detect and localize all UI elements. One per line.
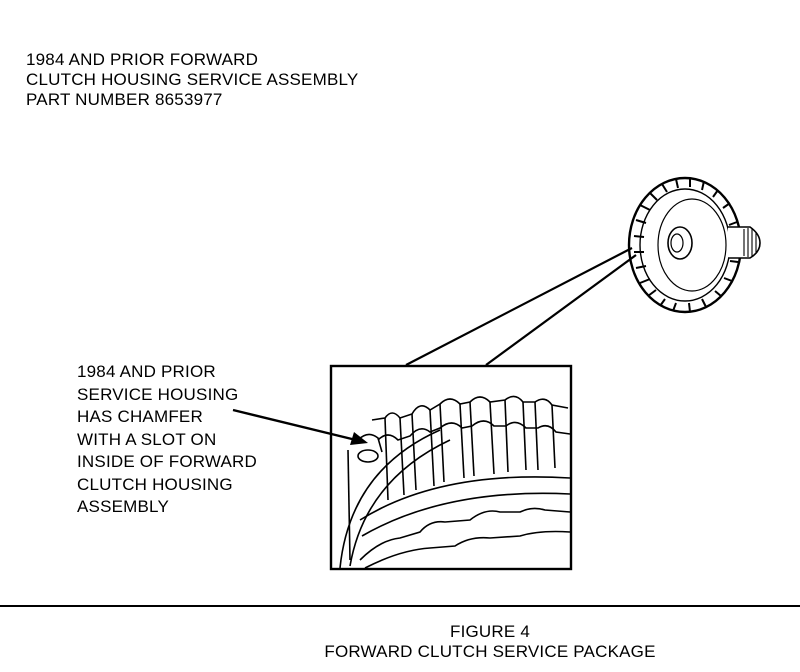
title-line-3: PART NUMBER 8653977 (26, 90, 223, 109)
title-line-2: CLUTCH HOUSING SERVICE ASSEMBLY (26, 70, 359, 89)
callout-line-4: WITH A SLOT ON (77, 429, 217, 449)
callout-line-3: HAS CHAMFER (77, 407, 203, 426)
title-block: 1984 AND PRIOR FORWARD CLUTCH HOUSING SE… (26, 50, 358, 110)
clutch-housing-illustration (627, 176, 761, 314)
callout-line-5: INSIDE OF FORWARD (77, 452, 258, 471)
title-line-1: 1984 AND PRIOR FORWARD (26, 50, 259, 69)
callout-line-2: SERVICE HOUSING (77, 384, 239, 404)
callout-line-6: CLUTCH HOUSING (77, 474, 233, 494)
figure-caption: FIGURE 4 FORWARD CLUTCH SERVICE PACKAGE (300, 622, 680, 662)
detail-inset (329, 364, 573, 571)
callout-line-7: ASSEMBLY (77, 497, 169, 516)
callout-label: 1984 AND PRIOR SERVICE HOUSING HAS CHAMF… (77, 361, 257, 519)
callout-line-1: 1984 AND PRIOR (77, 362, 216, 381)
figure-number: FIGURE 4 (449, 622, 530, 641)
callout-arrow (232, 408, 368, 445)
leader-lines (405, 247, 637, 366)
figure-title: FORWARD CLUTCH SERVICE PACKAGE (324, 642, 656, 661)
